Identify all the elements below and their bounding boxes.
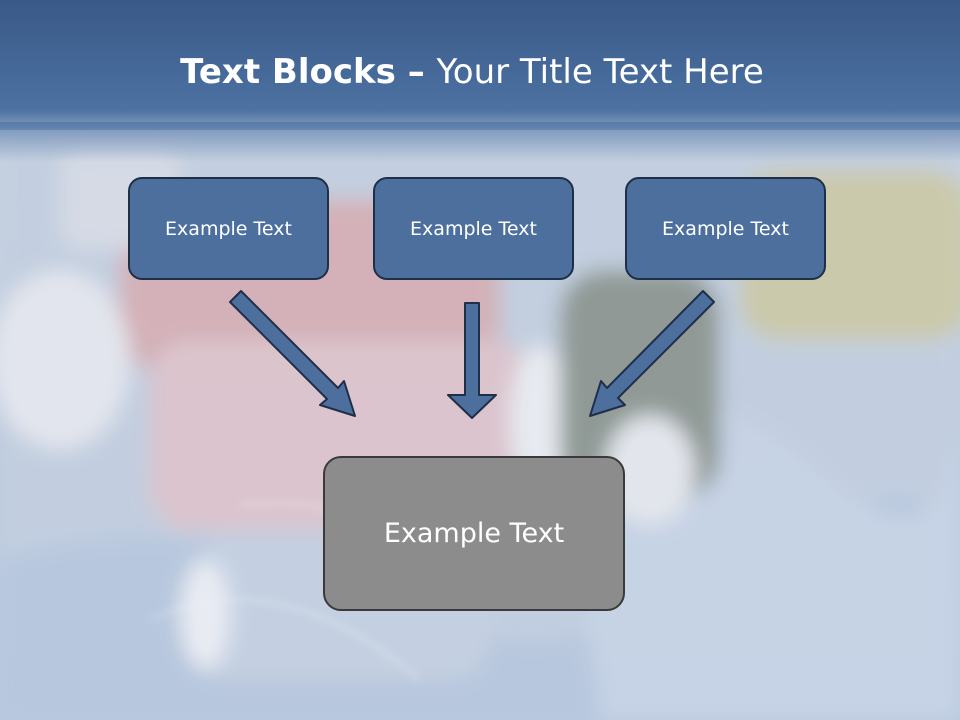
text-block-2-label: Example Text (410, 217, 537, 240)
title-dash: – (395, 52, 437, 92)
text-block-3[interactable]: Example Text (625, 177, 826, 280)
title-fade (0, 122, 960, 162)
title-rest: Your Title Text Here (436, 52, 764, 92)
center-text-block[interactable]: Example Text (323, 456, 625, 611)
title-bold: Text Blocks (180, 52, 396, 92)
title-band (0, 0, 960, 130)
text-block-3-label: Example Text (662, 217, 789, 240)
text-block-1[interactable]: Example Text (128, 177, 329, 280)
text-block-1-label: Example Text (165, 217, 292, 240)
slide-title: Text Blocks – Your Title Text Here (0, 52, 944, 92)
text-block-2[interactable]: Example Text (373, 177, 574, 280)
center-text-block-label: Example Text (383, 518, 565, 549)
